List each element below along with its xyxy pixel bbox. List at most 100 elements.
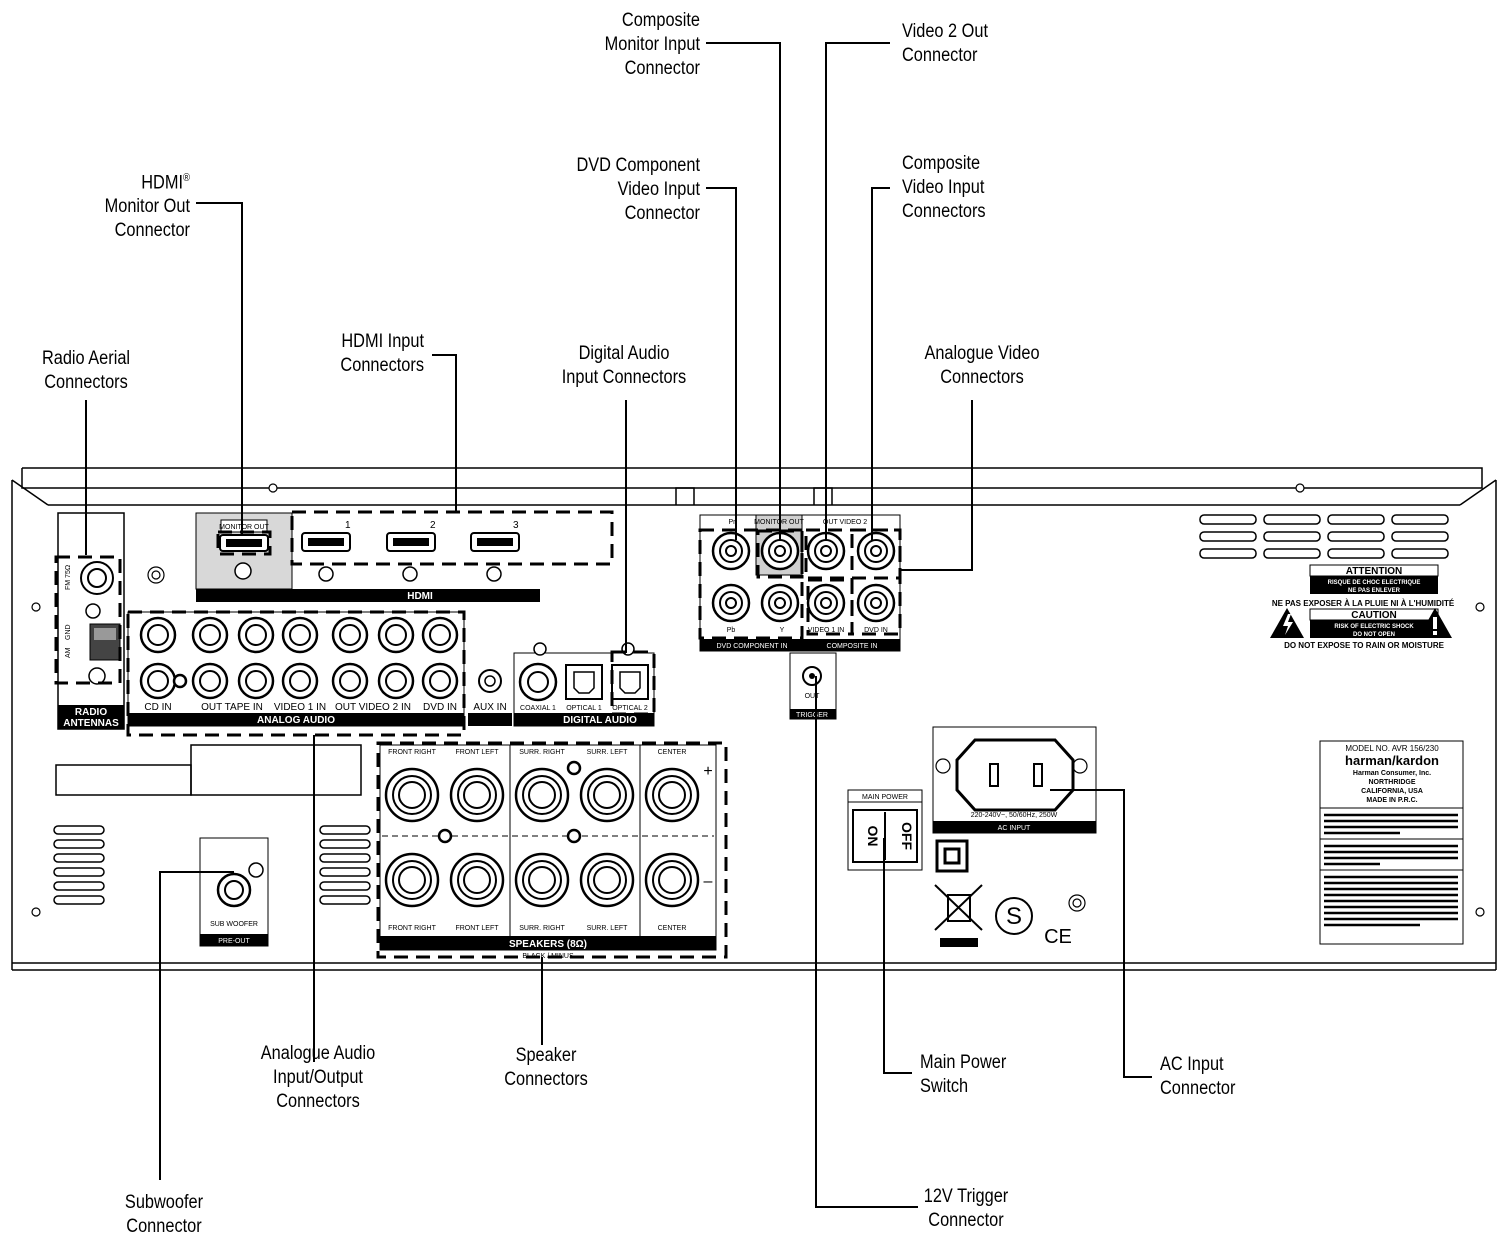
- coaxial-label: COAXIAL 1: [520, 705, 556, 712]
- hdmi-in-3: 3: [513, 520, 519, 531]
- hdmi-section: MONITOR OUT HDMI 1 2 3: [195, 512, 540, 602]
- callout-trigger: 12V Trigger Connector: [923, 1186, 1009, 1231]
- speaker-binding-post: [514, 852, 570, 908]
- ac-rating: 220-240V~, 50/60Hz, 250W: [971, 812, 1058, 819]
- callout-video2-out: Video 2 Out Connector: [902, 21, 989, 66]
- fm-jack: [80, 561, 114, 595]
- analog-jack: [237, 662, 275, 700]
- caution-line2: DO NOT OPEN: [1353, 632, 1395, 638]
- speaker-binding-post: [644, 767, 700, 823]
- speaker-binding-post: [514, 767, 570, 823]
- ac-input-block: 220-240V~, 50/60Hz, 250W AC INPUT: [932, 726, 1097, 834]
- company-name: Harman Consumer, Inc.: [1353, 770, 1431, 777]
- attention-label: ATTENTION RISQUE DE CHOC ELECTRIQUE NE P…: [1270, 564, 1455, 650]
- hdmi-monitor-out-label: MONITOR OUT: [219, 524, 269, 531]
- video-jack: [856, 583, 896, 623]
- aux-in-label: AUX IN: [473, 702, 506, 713]
- speaker-binding-post: [449, 852, 505, 908]
- am-label: AM: [65, 647, 72, 658]
- fm-label: FM 75Ω: [65, 565, 72, 590]
- optical2-label: OPTICAL 2: [612, 705, 648, 712]
- callout-leader-lines: [85, 42, 1152, 1208]
- speaker-binding-post: [644, 852, 700, 908]
- radio-label-1: RADIO: [75, 707, 107, 718]
- minus-sign: –: [704, 873, 713, 890]
- vents: [53, 514, 1449, 905]
- attention-line1: RISQUE DE CHOC ELECTRIQUE: [1328, 580, 1421, 586]
- callout-subwoofer: Subwoofer Connector: [124, 1192, 204, 1237]
- analog-audio-title: ANALOG AUDIO: [257, 715, 335, 726]
- spk-top-5: CENTER: [658, 749, 687, 756]
- dvd-in-video-label: DVD IN: [864, 627, 888, 634]
- preout-title: PRE-OUT: [218, 938, 250, 945]
- attention-title: ATTENTION: [1346, 566, 1402, 577]
- attention-line3: NE PAS EXPOSER À LA PLUIE NI À L'HUMIDIT…: [1272, 599, 1455, 608]
- speakers-title: SPEAKERS (8Ω): [509, 939, 587, 950]
- callout-hdmi-input: HDMI Input Connectors: [340, 331, 424, 376]
- callout-analogue-video: Analogue Video Connectors: [924, 343, 1040, 388]
- compliance-marks: S CE: [934, 884, 1072, 948]
- power-on-label: ON: [865, 826, 881, 847]
- component-title: DVD COMPONENT IN: [716, 643, 787, 650]
- analog-jack: [331, 616, 369, 654]
- analog-jack: [331, 662, 369, 700]
- callout-analogue-audio: Analogue Audio Input/Output Connectors: [260, 1043, 376, 1112]
- speaker-terminals: FRONT RIGHT FRONT LEFT SURR. RIGHT SURR.…: [172, 673, 717, 960]
- safety-s-icon: [995, 897, 1033, 935]
- analog-jack: [191, 616, 229, 654]
- hdmi-logo-label: HDMI: [407, 591, 433, 602]
- spk-top-1: FRONT RIGHT: [388, 749, 436, 756]
- video-jacks: [711, 531, 896, 623]
- video-jack: [711, 583, 751, 623]
- video1-in-label: VIDEO 1 IN: [274, 702, 326, 713]
- mounting-screw: [566, 828, 582, 844]
- trigger-out-label: OUT: [805, 693, 821, 700]
- trigger-block: OUT TRIGGER: [789, 652, 837, 720]
- spk-top-2: FRONT LEFT: [455, 749, 499, 756]
- plus-sign: +: [703, 763, 712, 780]
- callout-digital-audio: Digital Audio Input Connectors: [561, 343, 687, 388]
- main-power-title: MAIN POWER: [862, 794, 908, 801]
- hdmi-in-1: 1: [345, 520, 351, 531]
- callout-radio-aerial: Radio Aerial Connectors: [41, 348, 131, 393]
- spk-bot-2: FRONT LEFT: [455, 925, 499, 932]
- spk-bot-4: SURR. LEFT: [587, 925, 629, 932]
- mounting-screw: [437, 828, 453, 844]
- pb-label: Pb: [727, 627, 736, 634]
- brand-name: harman/kardon: [1345, 753, 1439, 768]
- video-jack: [760, 531, 800, 571]
- radio-antenna-block: RADIO ANTENNAS FM 75Ω AM GND: [57, 512, 125, 730]
- cd-in-label: CD IN: [144, 702, 171, 713]
- trigger-title: TRIGGER: [796, 712, 828, 719]
- video2-out-label: OUT VIDEO 2: [823, 519, 867, 526]
- caution-title: CAUTION: [1351, 610, 1397, 621]
- speaker-binding-post: [579, 852, 635, 908]
- subwoofer-label: SUB WOOFER: [210, 921, 258, 928]
- analog-jack: [191, 662, 229, 700]
- video1-in-video-label: VIDEO 1 IN: [808, 627, 845, 634]
- callout-dvd-component: DVD Component Video Input Connector: [576, 155, 700, 224]
- digital-audio-title: DIGITAL AUDIO: [563, 715, 637, 726]
- mounting-screw: [172, 673, 188, 689]
- hdmi-in-2: 2: [430, 520, 436, 531]
- composite-title: COMPOSITE IN: [827, 643, 878, 650]
- callout-speaker: Speaker Connectors: [504, 1045, 588, 1090]
- made-in: MADE IN P.R.C.: [1366, 797, 1417, 804]
- ac-socket: [955, 738, 1075, 812]
- ac-input-title: AC INPUT: [998, 825, 1031, 832]
- analog-jack: [281, 662, 319, 700]
- spk-top-3: SURR. RIGHT: [519, 749, 565, 756]
- spk-top-4: SURR. LEFT: [587, 749, 629, 756]
- spk-bot-3: SURR. RIGHT: [519, 925, 565, 932]
- analog-jack: [377, 662, 415, 700]
- analog-audio-jacks: [139, 616, 459, 700]
- digital-audio-block: COAXIAL 1 OPTICAL 1 OPTICAL 2 DIGITAL AU…: [513, 642, 655, 727]
- tape-label: OUT TAPE IN: [201, 702, 263, 713]
- analog-audio-block: ANALOG AUDIO CD IN OUT TAPE IN VIDEO 1 I…: [127, 611, 512, 727]
- model-number: MODEL NO. AVR 156/230: [1345, 744, 1439, 753]
- y-label: Y: [780, 627, 785, 634]
- attention-line6: DO NOT EXPOSE TO RAIN OR MOISTURE: [1284, 641, 1445, 650]
- callout-composite-video: Composite Video Input Connectors: [902, 153, 986, 222]
- callout-composite-monitor: Composite Monitor Input Connector: [604, 10, 700, 79]
